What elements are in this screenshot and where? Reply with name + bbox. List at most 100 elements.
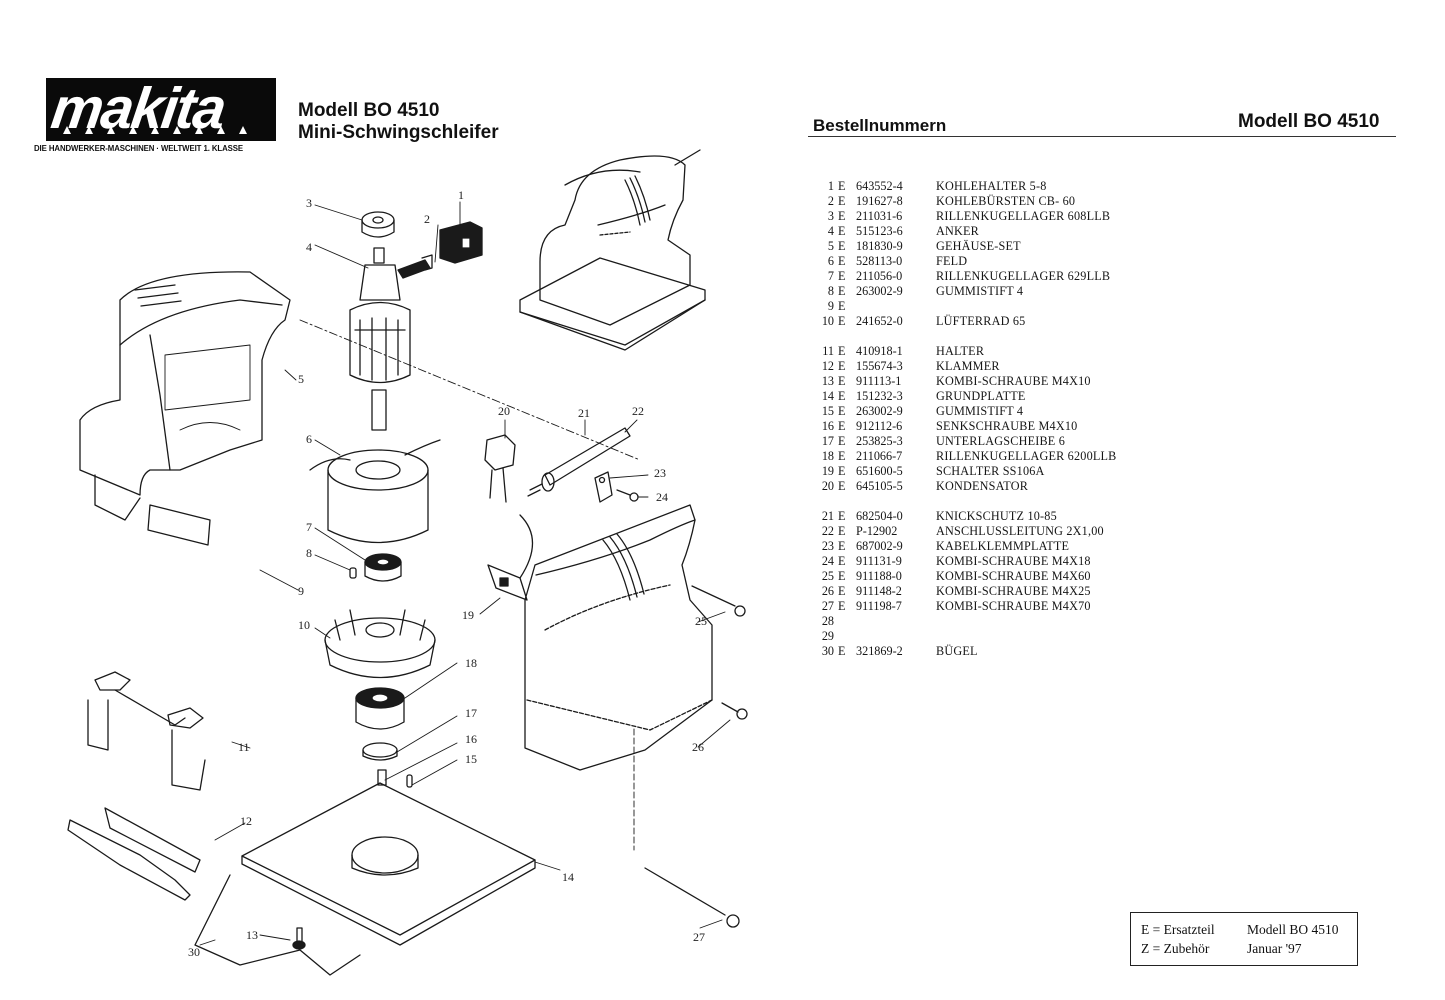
part-description: FELD bbox=[936, 254, 968, 268]
callout-8: 8 bbox=[306, 546, 312, 560]
part-number: 17 bbox=[821, 434, 834, 448]
part-flag: E bbox=[838, 599, 846, 613]
holder-part-11 bbox=[87, 671, 206, 791]
part-flag: E bbox=[838, 389, 846, 403]
cable-clamp-plate-part-23 bbox=[594, 471, 613, 503]
screw-part-26 bbox=[721, 702, 748, 720]
order-code: 911131-9 bbox=[856, 554, 902, 568]
part-description: GUMMISTIFT 4 bbox=[936, 284, 1024, 298]
order-code: 181830-9 bbox=[856, 239, 903, 253]
part-number: 27 bbox=[821, 599, 834, 613]
order-code: 528113-0 bbox=[856, 254, 903, 268]
bearing-part-18 bbox=[355, 687, 405, 730]
part-number: 5 bbox=[827, 239, 834, 253]
callout-1: 1 bbox=[458, 188, 464, 202]
header-model: Modell BO 4510 bbox=[298, 100, 440, 121]
part-description: KABELKLEMMPLATTE bbox=[936, 539, 1070, 553]
part-flag: E bbox=[838, 464, 846, 478]
part-flag: E bbox=[838, 194, 846, 208]
order-code: 263002-9 bbox=[856, 404, 903, 418]
assembled-sander-illustration bbox=[519, 149, 706, 351]
part-number: 3 bbox=[827, 209, 834, 223]
part-flag: E bbox=[838, 569, 846, 583]
part-number: 24 bbox=[821, 554, 834, 568]
rubber-pin-part-8 bbox=[349, 567, 357, 579]
order-code: 155674-3 bbox=[856, 359, 903, 373]
part-number: 23 bbox=[821, 539, 834, 553]
part-description: UNTERLAGSCHEIBE 6 bbox=[936, 434, 1065, 448]
part-flag: E bbox=[838, 254, 846, 268]
callout-3: 3 bbox=[306, 196, 312, 210]
fan-part-10 bbox=[324, 609, 436, 679]
part-number: 6 bbox=[827, 254, 834, 268]
callout-26: 26 bbox=[692, 740, 704, 754]
callout-25: 25 bbox=[695, 614, 707, 628]
parts-row: 17 E 253825-3 UNTERLAGSCHEIBE 6 bbox=[812, 434, 1116, 449]
part-flag: E bbox=[838, 419, 846, 433]
bracket-part-30 bbox=[194, 874, 361, 976]
part-description: HALTER bbox=[936, 344, 985, 358]
carbon-brush-part-2 bbox=[397, 254, 433, 279]
part-flag: E bbox=[838, 479, 846, 493]
part-number: 9 bbox=[827, 299, 834, 313]
order-code: 211031-6 bbox=[856, 209, 903, 223]
strain-relief-part-21 bbox=[527, 427, 631, 497]
part-flag: E bbox=[838, 269, 846, 283]
leader-lines bbox=[199, 201, 731, 946]
callout-12: 12 bbox=[240, 814, 252, 828]
part-flag: E bbox=[838, 554, 846, 568]
callout-22: 22 bbox=[632, 404, 644, 418]
order-code: 263002-9 bbox=[856, 284, 903, 298]
makita-logo-block bbox=[46, 78, 276, 141]
part-flag: E bbox=[838, 344, 846, 358]
order-code bbox=[852, 614, 936, 629]
screw-part-27 bbox=[644, 867, 740, 928]
bearing-part-7 bbox=[364, 553, 402, 582]
part-description: KLAMMER bbox=[936, 359, 1000, 373]
part-number: 1 bbox=[827, 179, 834, 193]
part-description: GUMMISTIFT 4 bbox=[936, 404, 1024, 418]
part-description: ANSCHLUSSLEITUNG 2X1,00 bbox=[936, 524, 1104, 538]
part-number: 8 bbox=[827, 284, 834, 298]
part-number: 4 bbox=[827, 224, 834, 238]
part-description: KOMBI-SCHRAUBE M4X70 bbox=[936, 599, 1091, 613]
callout-30: 30 bbox=[188, 945, 200, 959]
part-number: 2 bbox=[827, 194, 834, 208]
part-flag: E bbox=[838, 224, 846, 238]
callout-14: 14 bbox=[562, 870, 574, 884]
part-flag: E bbox=[838, 434, 846, 448]
order-code: 253825-3 bbox=[856, 434, 903, 448]
order-code: 651600-5 bbox=[856, 464, 903, 478]
part-flag: E bbox=[838, 179, 846, 193]
callout-11: 11 bbox=[238, 740, 250, 754]
part-flag: E bbox=[838, 404, 846, 418]
part-flag: E bbox=[838, 239, 846, 253]
header-subtitle: Mini-Schwingschleifer bbox=[298, 122, 499, 143]
part-description: RILLENKUGELLAGER 629LLB bbox=[936, 269, 1111, 283]
part-number: 30 bbox=[821, 644, 834, 658]
part-number: 29 bbox=[821, 629, 834, 643]
logo-teeth bbox=[63, 126, 247, 134]
part-description: KONDENSATOR bbox=[936, 479, 1029, 493]
callout-5: 5 bbox=[298, 372, 304, 386]
callout-17: 17 bbox=[465, 706, 477, 720]
callout-13: 13 bbox=[246, 928, 258, 942]
clamp-part-12 bbox=[67, 807, 201, 901]
parts-list-model: Modell BO 4510 bbox=[1238, 111, 1380, 132]
order-code: 151232-3 bbox=[856, 389, 903, 403]
callout-7: 7 bbox=[306, 520, 312, 534]
